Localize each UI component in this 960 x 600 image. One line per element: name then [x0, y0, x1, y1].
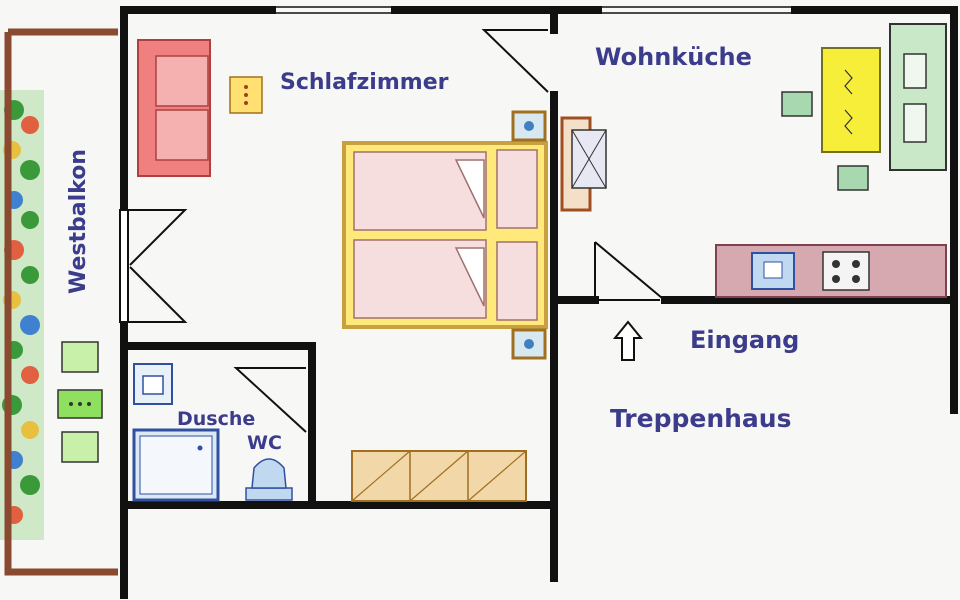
room-label-kitchen: Wohnküche — [595, 43, 752, 71]
tv-stand — [560, 116, 607, 212]
nightstand-bottom — [511, 328, 547, 360]
kitchen-chair-left — [781, 91, 813, 117]
balcony-chair-bottom — [61, 431, 99, 463]
kitchen-table — [821, 47, 881, 153]
toilet — [245, 458, 293, 501]
wardrobe — [351, 450, 527, 502]
room-label-balcony: Westbalkon — [66, 149, 91, 294]
room-label-bedroom: Schlafzimmer — [280, 70, 449, 95]
up-arrow-icon — [612, 320, 644, 361]
stove — [822, 251, 870, 291]
walls — [120, 6, 958, 599]
nightstand-top — [511, 110, 547, 142]
windows — [272, 6, 795, 14]
bed — [342, 141, 548, 329]
kitchen-bench — [889, 23, 947, 171]
shower-tray — [132, 428, 220, 502]
room-label-entrance: Eingang — [690, 326, 800, 354]
washbasin — [133, 363, 173, 405]
sofa — [137, 39, 211, 177]
side-table — [229, 76, 263, 114]
kitchen-counter — [715, 244, 947, 298]
room-label-wc: WC — [247, 432, 282, 454]
balcony-chair-top — [61, 341, 99, 373]
balcony — [0, 28, 118, 576]
doors — [119, 29, 663, 433]
kitchen-chair-bottom — [837, 165, 869, 191]
balcony-railing — [4, 28, 118, 576]
room-label-shower: Dusche — [177, 408, 256, 430]
room-label-stairwell: Treppenhaus — [610, 404, 792, 433]
